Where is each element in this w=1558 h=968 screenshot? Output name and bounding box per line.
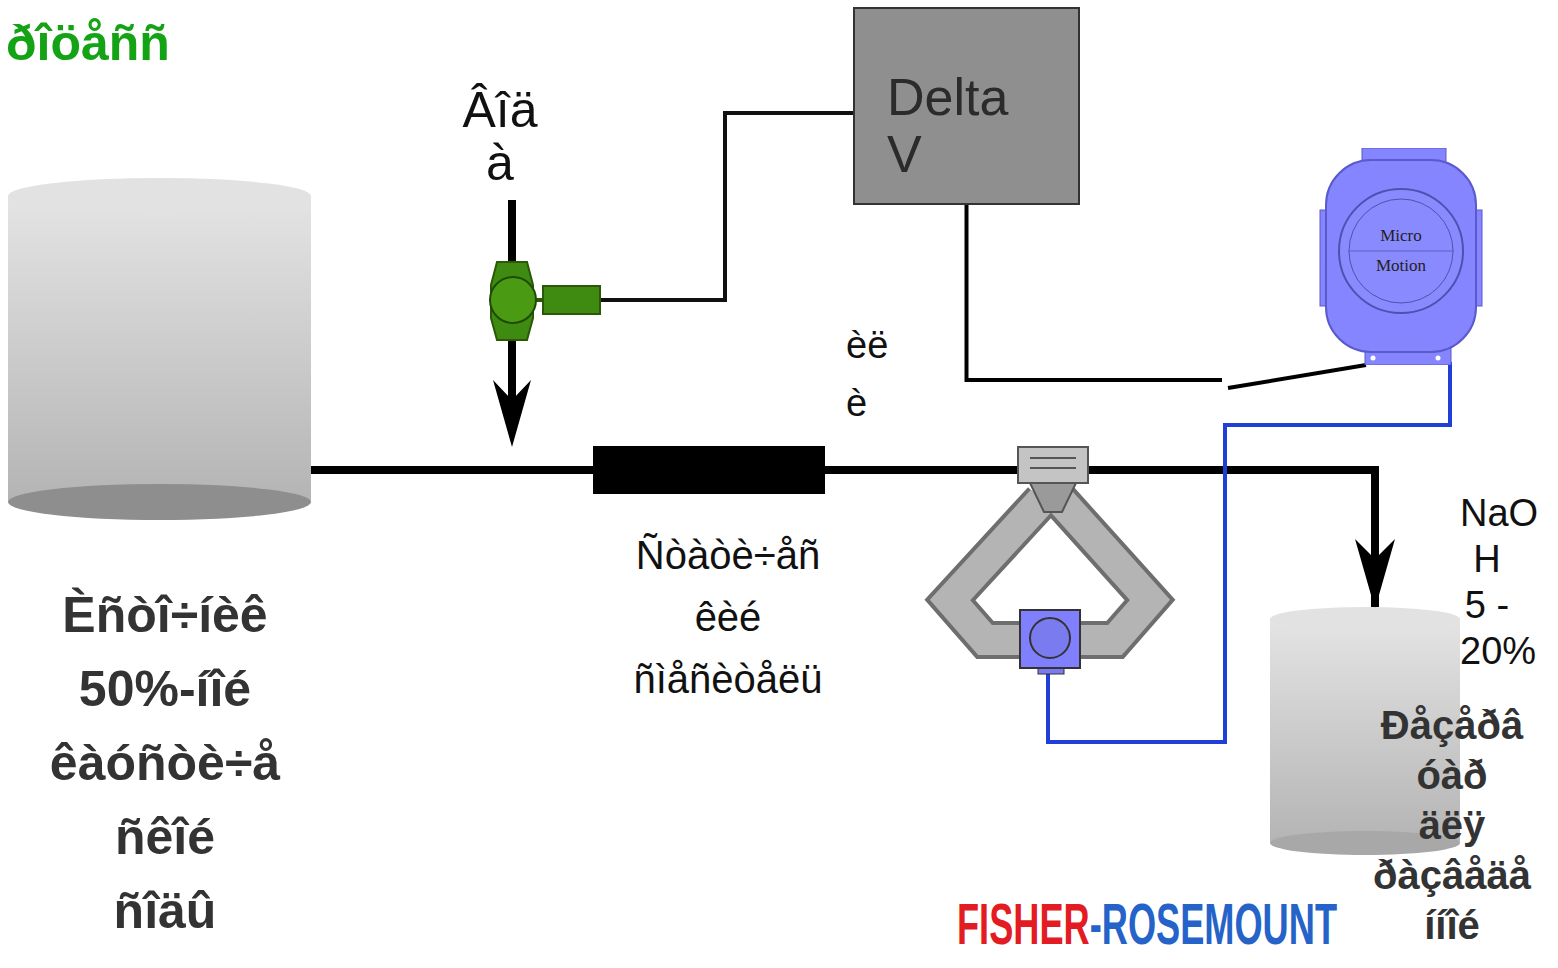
screw-dot — [1462, 154, 1467, 159]
valve-ball — [490, 277, 536, 323]
cover-seam — [1348, 251, 1454, 252]
transmitter-housing: Micro Motion — [1318, 148, 1484, 365]
or-note: èë è — [846, 316, 916, 432]
screw-dot — [1371, 356, 1376, 361]
sensor-housing — [1020, 610, 1080, 668]
valve-actuator — [543, 286, 600, 314]
concentration-label: NaO H 5 - 20% — [1460, 490, 1514, 674]
diagram-title: ðîöåññ — [6, 16, 170, 71]
inlet-label: Âîä à — [440, 84, 560, 189]
connector — [967, 205, 1367, 388]
control-wire — [600, 113, 853, 300]
sensor-flange — [1018, 447, 1088, 483]
control-valve — [490, 262, 600, 340]
node-label: Delta V — [887, 69, 1057, 183]
tank-drawing — [8, 178, 311, 520]
flange-detail — [1030, 467, 1076, 469]
coriolis-sensor — [950, 447, 1150, 674]
flange-detail — [1030, 457, 1076, 459]
static-mixer: Ñòàòè÷åñ êèé ñìåñèòåëü — [588, 446, 868, 711]
company-logo: FISHER-ROSEMOUNT — [957, 895, 1337, 953]
mixer-element — [593, 446, 825, 494]
screw-dot — [1336, 154, 1341, 159]
tank-bottom — [8, 484, 311, 520]
housing-body — [1326, 160, 1476, 352]
controller-box: Delta V — [853, 7, 1080, 205]
tank-top — [8, 178, 311, 214]
logo-text: -ROSEMOUNT — [1090, 891, 1337, 956]
water-inlet-arrow — [493, 380, 531, 447]
screw-dot — [1436, 356, 1441, 361]
sensor-manifold — [1030, 483, 1076, 512]
housing-cover — [1339, 189, 1463, 313]
node-label: Èñòî÷íèê 50%-íîé êàóñòè÷å ñêîé ñîäû — [5, 578, 325, 948]
tank-top — [1270, 607, 1460, 631]
node-label: Ñòàòè÷åñ êèé ñìåñèòåëü — [588, 524, 868, 710]
sensor-cover — [1030, 618, 1070, 658]
logo-text: FISHER — [957, 891, 1090, 956]
node-label: Micro Motion — [1356, 221, 1446, 281]
cover-ring — [1349, 199, 1453, 303]
node-label: Ðåçåðâ óàð äëÿ ðàçâåäå ííîé — [1347, 700, 1557, 950]
tank-body — [8, 196, 311, 502]
connector — [311, 466, 593, 474]
source-tank: Èñòî÷íèê 50%-íîé êàóñòè÷å ñêîé ñîäû — [5, 178, 325, 953]
